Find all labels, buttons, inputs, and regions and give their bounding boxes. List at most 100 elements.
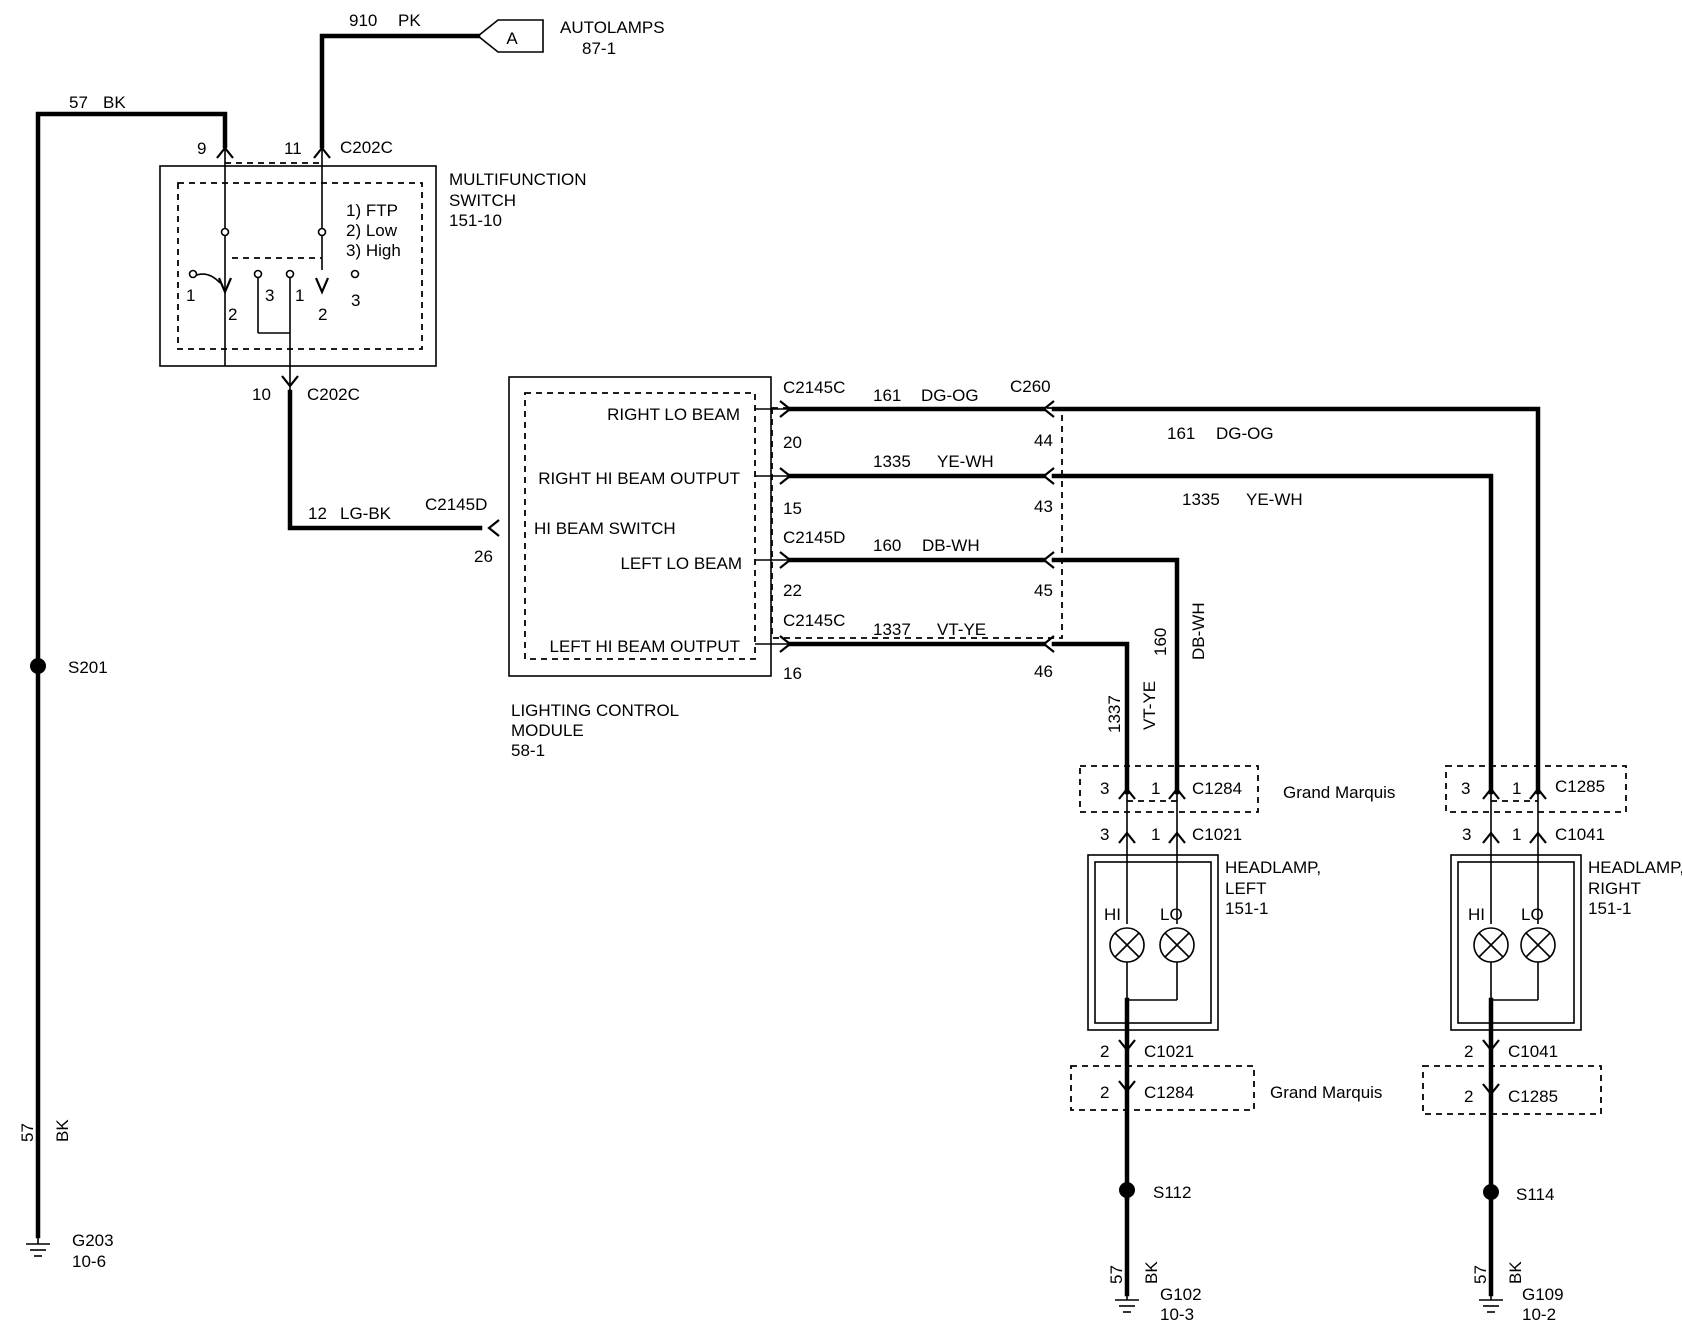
wire-color: DG-OG (921, 386, 979, 405)
wire-circuit-vertical: 57 (1107, 1265, 1126, 1284)
wire-circuit: 910 (349, 11, 377, 30)
switch-position-1: 1) FTP (346, 201, 398, 220)
contact-point (253, 269, 263, 279)
gm-pin: 1 (1151, 779, 1160, 798)
grand-marquis-label: Grand Marquis (1283, 783, 1395, 802)
connector-label: C2145C (783, 611, 845, 630)
autolamps-title: AUTOLAMPS (560, 18, 665, 37)
contact-label: 1 (295, 286, 304, 305)
wire-circuit-vertical: 57 (18, 1123, 37, 1142)
switch-pin-11: 11 (284, 139, 302, 158)
headlamp-ref: 151-1 (1225, 899, 1268, 918)
wire-color: DG-OG (1216, 424, 1274, 443)
switch-ref: 151-10 (449, 211, 502, 230)
c260-pin: 43 (1034, 497, 1053, 516)
contact-point (285, 269, 295, 279)
wire-circuit: 1337 (873, 620, 911, 639)
lamp-connector: C1041 (1555, 825, 1605, 844)
ground-ref: 10-6 (72, 1252, 106, 1271)
wire-circuit: 160 (873, 536, 901, 555)
ground-ref: 10-3 (1160, 1305, 1194, 1324)
lamp-connector: C1021 (1192, 825, 1242, 844)
switch-pin-9: 9 (197, 139, 206, 158)
wire-circuit-vertical: 160 (1151, 628, 1170, 656)
lamp-lo: LO (1521, 905, 1544, 924)
wire-circuit: 12 (308, 504, 327, 523)
gm-pin: 1 (1512, 779, 1521, 798)
switch-title-line2: SWITCH (449, 191, 516, 210)
wire-circuit: 57 (69, 93, 88, 112)
ground-name: G109 (1522, 1285, 1564, 1304)
splice-label-s112: S112 (1153, 1183, 1191, 1202)
module-title-line2: MODULE (511, 721, 584, 740)
wire-color-vertical: VT-YE (1140, 681, 1159, 730)
lamp-connector-bottom: C1041 (1508, 1042, 1558, 1061)
autolamps-ref: 87-1 (582, 39, 616, 58)
contact-label: 3 (265, 286, 274, 305)
splice-dot-s201 (30, 658, 46, 674)
wire-color: LG-BK (340, 504, 392, 523)
wire-1335-ye-wh: 1335 YE-WH 1335 YE-WH (755, 452, 1494, 795)
wire-color: BK (103, 93, 126, 112)
module-output-left-hi: LEFT HI BEAM OUTPUT (550, 637, 741, 656)
ground-g203: G203 10-6 (26, 1231, 114, 1271)
headlamp-right: 3 1 C1285 3 1 C1041 HI LO HEADLAMP, RIGH… (1422, 765, 1682, 1324)
splice-label-s114: S114 (1516, 1185, 1554, 1204)
c260-pin: 45 (1034, 581, 1053, 600)
switch-position-3: 3) High (346, 241, 401, 260)
wire-color: YE-WH (937, 452, 994, 471)
contact-point (188, 269, 198, 279)
ground-name: G203 (72, 1231, 114, 1250)
connector-label: C2145C (783, 378, 845, 397)
headlamp-title-line2: LEFT (1225, 879, 1267, 898)
headlamp-title-line1: HEADLAMP, (1588, 858, 1682, 877)
wire-color-vertical: BK (1142, 1261, 1161, 1284)
gm-connector-bottom: C1285 (1508, 1087, 1558, 1106)
ground-ref: 10-2 (1522, 1305, 1556, 1324)
gm-pin: 3 (1461, 779, 1470, 798)
wire-color-vertical: DB-WH (1189, 602, 1208, 660)
wire-circuit: 161 (873, 386, 901, 405)
wire-color-vertical: BK (1506, 1261, 1525, 1284)
module-title-line1: LIGHTING CONTROL (511, 701, 679, 720)
lamp-pin: 3 (1100, 825, 1109, 844)
module-output-left-lo: LEFT LO BEAM (620, 554, 742, 573)
pin-label: 15 (783, 499, 802, 518)
wire-color: YE-WH (1246, 490, 1303, 509)
wire-57-bk-left: 57 BK S201 57 BK (18, 93, 228, 1239)
switch-pin-10: 10 (252, 385, 271, 404)
pin-label: 20 (783, 433, 802, 452)
switch-position-2: 2) Low (346, 221, 398, 240)
pin-label: 22 (783, 581, 802, 600)
connector-label: C2145D (425, 495, 487, 514)
contact-point (350, 269, 360, 279)
contact-label: 2 (318, 305, 327, 324)
wire-color: DB-WH (922, 536, 980, 555)
wire-910-pk: 910 PK (319, 11, 481, 149)
lamp-pin-bottom: 2 (1464, 1042, 1473, 1061)
wire-circuit: 1335 (873, 452, 911, 471)
headlamp-ref: 151-1 (1588, 899, 1631, 918)
wire-circuit-vertical: 57 (1471, 1265, 1490, 1284)
multifunction-switch: 9 11 C202C 1 2 3 1 2 3 1) FTP 2) Low 3) … (159, 138, 587, 404)
wire-color: VT-YE (937, 620, 986, 639)
wire-circuit-vertical: 1337 (1105, 695, 1124, 733)
wire-color-vertical: BK (53, 1119, 72, 1142)
headlamp-title-line1: HEADLAMP, (1225, 858, 1321, 877)
lamp-connector-bottom: C1021 (1144, 1042, 1194, 1061)
switch-title-line1: MULTIFUNCTION (449, 170, 587, 189)
lighting-control-module: RIGHT LO BEAM RIGHT HI BEAM OUTPUT HI BE… (508, 376, 1063, 760)
module-ref: 58-1 (511, 741, 545, 760)
grand-marquis-label: Grand Marquis (1270, 1083, 1382, 1102)
headlamp-title-line2: RIGHT (1588, 879, 1641, 898)
wire-1337-vt-ye: 1337 VT-YE 1337 VT-YE (755, 620, 1159, 795)
gm-pin-bottom: 2 (1464, 1087, 1473, 1106)
switch-connector-bottom: C202C (307, 385, 360, 404)
autolamps-connector: A AUTOLAMPS 87-1 (476, 18, 665, 58)
connector-label: C2145D (783, 528, 845, 547)
gm-connector: C1285 (1555, 777, 1605, 796)
c260-pin: 44 (1034, 431, 1053, 450)
lamp-pin: 1 (1512, 825, 1521, 844)
connector-label-c260: C260 (1010, 377, 1051, 396)
